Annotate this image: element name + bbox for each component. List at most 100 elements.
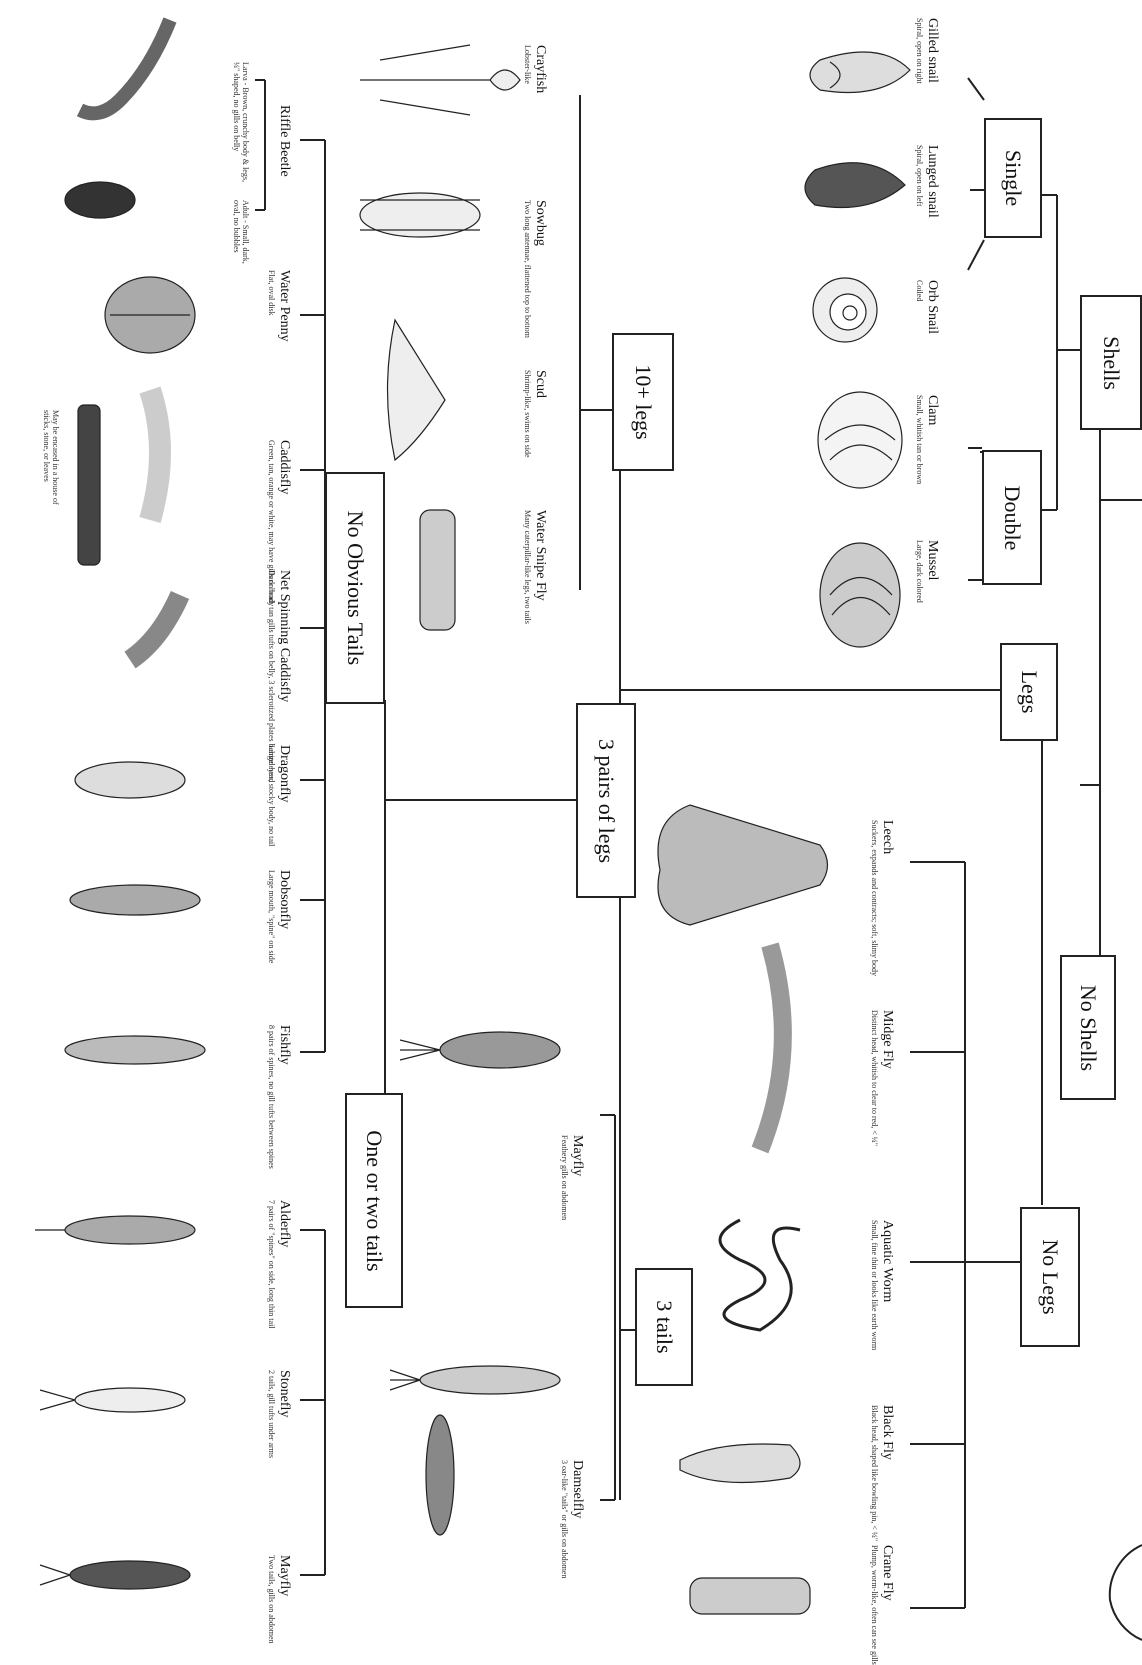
no-legs-label: No Legs [1037,1239,1063,1314]
riffle-beetle-larva-icon [80,20,170,113]
crane-fly-icon [690,1578,810,1614]
no-shells-box: No Shells [1060,955,1116,1100]
critter-desc: 8 pairs of spines, no gill tufts between… [267,1025,276,1169]
black-fly-icon [680,1444,800,1483]
critter-desc: Black head, shaped like bowling pin, < ¼… [870,1405,879,1541]
critter-name: Aquatic Worm [879,1220,895,1350]
caddis-case-icon [78,405,100,565]
single-box: Single [984,118,1042,238]
water-penny-icon [105,277,195,353]
mussel-icon [820,543,900,647]
critter-desc: Spiral, open on left [915,145,924,218]
single-label: Single [1000,150,1026,206]
three-pairs-box: 3 pairs of legs [576,703,636,898]
no-shells-label: No Shells [1075,984,1101,1070]
critter-desc: Flat, oval disk [267,270,276,342]
critter-desc: Suckers, expands and contracts; soft, sl… [870,820,879,976]
critter-name: Crane Fly [879,1545,895,1665]
dragonfly-nymph-icon [75,762,185,798]
no-legs-box: No Legs [1020,1207,1080,1347]
critter-desc: 2 tails, gill tufts under arms [267,1370,276,1458]
critter-name: Dobsonfly [276,870,292,963]
critter-desc: 7 pairs of "spines" on side, long thin t… [267,1200,276,1329]
critter-name: Scud [532,370,548,458]
critter-name: Orb Snail [924,280,940,334]
no-obvious-tails-box: No Obvious Tails [325,472,385,704]
water-snipe-fly-icon [420,510,455,630]
critter-desc: Lobster-like [523,45,532,93]
critter-desc: Small, whitish tan or brown [915,395,924,484]
critter-name: Black Fly [879,1405,895,1541]
mayfly-nymph-icon [400,1032,560,1068]
sowbug-icon [360,193,480,237]
critter-desc: Plump, worm-like, often can see gills [870,1545,879,1665]
critter-name: Water Penny [276,270,292,342]
critter-desc: Distinct head, whitish to clear to red, … [870,1010,879,1146]
critter-desc: Larva - Brown, crunchy body & legs, ¼" s… [232,62,250,192]
critter-desc: Large mouth, "spine" on side [267,870,276,963]
three-tails-box: 3 tails [635,1268,693,1386]
critter-name: Leech [879,820,895,976]
midge-fly-icon [760,945,783,1150]
critter-desc: Coiled [915,280,924,334]
mayfly-small-icon [426,1415,454,1535]
ten-legs-box: 10+ legs [612,333,674,471]
critter-desc: Small, fine thin or looks like earth wor… [870,1220,879,1350]
shells-label: Shells [1098,336,1124,390]
aquatic-worm-icon [720,1220,800,1330]
critter-name: Water Snipe Fly [532,510,548,624]
critter-desc: Two long antennae, flattened top to bott… [523,200,532,338]
seal-icon [1110,1545,1142,1640]
critter-desc: Adult - Small, dark, oval, no bubbles [232,200,250,280]
critter-desc: 3 oar-like "tails" or gills on abdomen [560,1460,569,1578]
no-obvious-tails-label: No Obvious Tails [342,511,368,666]
dobsonfly-icon [70,885,200,915]
critter-name: Riffle Beetle [276,105,292,177]
critter-name: Lunged snail [924,145,940,218]
three-tails-label: 3 tails [651,1300,677,1353]
orb-snail-icon [813,278,877,342]
clam-icon [818,392,902,488]
critter-desc: Large eyes, stocky body, no tail [267,745,276,846]
mayfly-adult-icon [40,1561,190,1589]
critter-desc: Feathery gills on abdomen [560,1135,569,1220]
critter-desc: May be encased in a house of sticks, sto… [42,410,60,510]
critter-name: Alderfly [276,1200,292,1329]
critter-desc: Shrimp-like, swims on side [523,370,532,458]
leech-icon [658,805,828,925]
critter-name: Mayfly [276,1555,292,1644]
critter-name: Stonefly [276,1370,292,1458]
legs-label: Legs [1016,671,1042,714]
critter-name: Fishfly [276,1025,292,1169]
legs-box: Legs [1000,643,1058,741]
scud-icon [388,320,446,460]
critter-desc: Spiral, open on right [915,18,924,84]
critter-desc: Two tails, gills on abdomen [267,1555,276,1644]
double-label: Double [999,485,1025,550]
shells-box: Shells [1080,295,1142,430]
lunged-snail-icon [805,163,905,208]
riffle-beetle-adult-icon [65,182,135,218]
damselfly-nymph-icon [390,1366,560,1394]
stonefly-icon [40,1388,185,1412]
critter-name: Midge Fly [879,1010,895,1146]
three-pairs-label: 3 pairs of legs [593,738,619,862]
critter-name: Crayfish [532,45,548,93]
alderfly-icon [35,1216,195,1244]
one-or-two-tails-box: One or two tails [345,1093,403,1308]
critter-desc: Large, dark colored [915,540,924,603]
one-or-two-tails-label: One or two tails [361,1130,387,1271]
double-box: Double [982,450,1042,585]
caddisfly-icon [150,390,160,520]
fishfly-icon [65,1036,205,1064]
critter-name: Damselfly [569,1460,585,1578]
critter-name: Sowbug [532,200,548,338]
net-spinning-caddisfly-icon [130,595,180,660]
critter-name: Clam [924,395,940,484]
critter-name: Dragonfly [276,745,292,846]
critter-name: Mayfly [569,1135,585,1220]
critter-name: Mussel [924,540,940,603]
crayfish-icon [360,45,520,115]
gilled-snail-icon [810,52,910,93]
